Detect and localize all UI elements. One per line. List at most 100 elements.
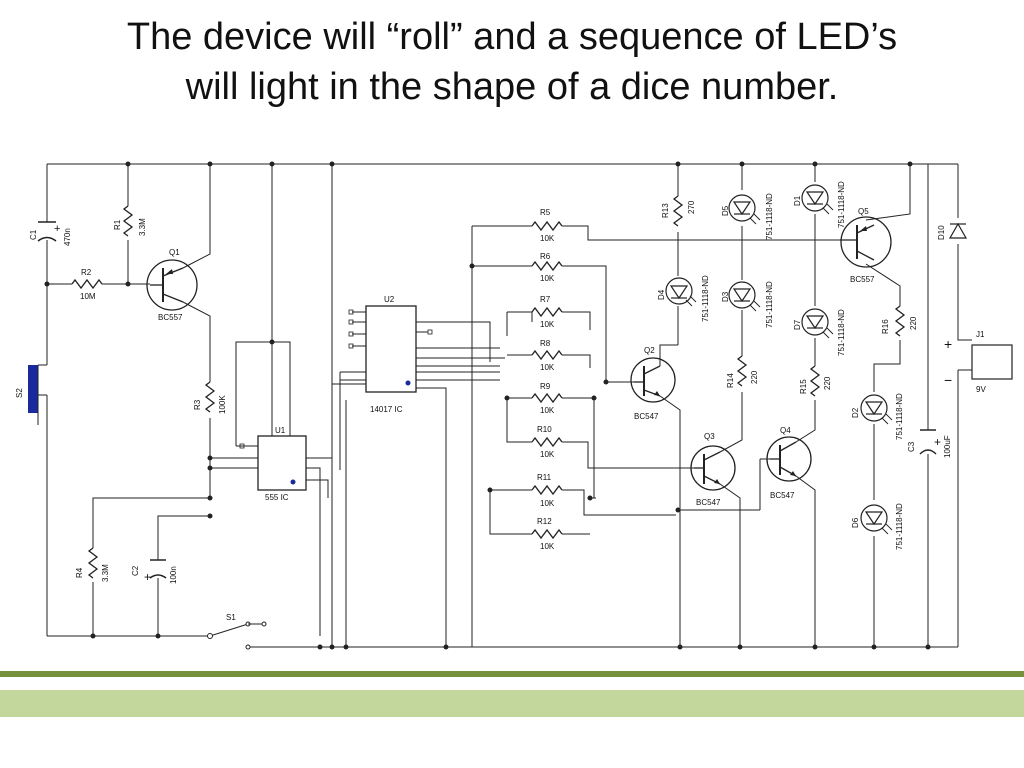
connector-j1: J1 9V + − <box>944 330 1013 394</box>
d5-ref: D5 <box>721 205 730 216</box>
diode-d10: D10 <box>937 222 968 240</box>
d3-value: 751-1118-ND <box>765 281 774 328</box>
r3-ref: R3 <box>193 399 202 410</box>
r2-ref: R2 <box>81 268 92 277</box>
led-d7: D7 751-1118-ND <box>793 308 846 356</box>
r3-value: 100K <box>218 395 227 414</box>
wires <box>46 163 972 648</box>
q1-value: BC557 <box>158 313 183 322</box>
resistor-r4: R4 3.3M <box>75 547 110 582</box>
q2-value: BC547 <box>634 412 659 421</box>
d3-ref: D3 <box>721 291 730 302</box>
ic-u1-555: U1 555 IC <box>239 426 307 502</box>
c1-ref: C1 <box>29 229 38 240</box>
title-line-1: The device will “roll” and a sequence of… <box>126 16 898 58</box>
r8-ref: R8 <box>540 339 551 348</box>
q5-value: BC557 <box>850 275 875 284</box>
r5-ref: R5 <box>540 208 551 217</box>
u1-value: 555 IC <box>265 493 289 502</box>
resistor-r6: R6 10K <box>531 252 563 283</box>
plus-sign: + <box>54 223 60 235</box>
r7-ref: R7 <box>540 295 551 304</box>
resistor-r10: R10 10K <box>531 425 563 459</box>
transistor-q3: Q3 BC547 <box>690 432 736 507</box>
footer-bar-dark <box>0 671 1024 677</box>
d2-ref: D2 <box>851 407 860 418</box>
r2-value: 10M <box>80 292 96 301</box>
resistor-r15: R15 220 <box>799 365 832 397</box>
transistor-q5: Q5 BC557 <box>840 207 892 284</box>
c2-ref: C2 <box>131 565 140 576</box>
r14-value: 220 <box>750 370 759 384</box>
led-d5: D5 751-1118-ND <box>721 193 774 240</box>
resistor-r9: R9 10K <box>531 382 563 415</box>
junction-dots <box>44 161 931 650</box>
r4-value: 3.3M <box>101 564 110 582</box>
r14-ref: R14 <box>726 373 735 388</box>
q3-ref: Q3 <box>704 432 715 441</box>
d2-value: 751-1118-ND <box>895 393 904 440</box>
q4-ref: Q4 <box>780 426 791 435</box>
title-line-2: will light in the shape of a dice number… <box>185 66 839 108</box>
r9-value: 10K <box>540 406 555 415</box>
d10-ref: D10 <box>937 225 946 240</box>
led-d3: D3 751-1118-ND <box>721 281 774 328</box>
r15-ref: R15 <box>799 379 808 394</box>
resistor-r3: R3 100K <box>193 381 227 414</box>
resistor-r12: R12 10K <box>531 517 563 551</box>
r11-value: 10K <box>540 499 555 508</box>
q1-ref: Q1 <box>169 248 180 257</box>
d4-value: 751-1118-ND <box>701 275 710 322</box>
c3-ref: C3 <box>907 441 916 452</box>
led-d2: D2 751-1118-ND <box>851 393 904 440</box>
r13-value: 270 <box>687 200 696 214</box>
switch-s1[interactable]: S1 <box>207 613 267 650</box>
r5-value: 10K <box>540 234 555 243</box>
c3-value: 100uF <box>943 435 952 458</box>
c2-value: 100n <box>169 566 178 584</box>
resistor-r7: R7 10K <box>531 295 563 329</box>
capacitor-c3: + C3 100uF <box>907 429 952 458</box>
r16-value: 220 <box>909 316 918 330</box>
j1-value: 9V <box>976 385 986 394</box>
d6-ref: D6 <box>851 517 860 528</box>
r10-value: 10K <box>540 450 555 459</box>
d7-value: 751-1118-ND <box>837 309 846 356</box>
r10-ref: R10 <box>537 425 552 434</box>
led-d6: D6 751-1118-ND <box>851 503 904 550</box>
c1-value: 470n <box>63 228 72 246</box>
switch-s2[interactable]: S2 <box>15 364 47 425</box>
capacitor-c2: + C2 100n <box>131 559 178 584</box>
u2-value: 14017 IC <box>370 405 403 414</box>
r6-ref: R6 <box>540 252 551 261</box>
resistor-r11: R11 10K <box>531 473 563 508</box>
q4-value: BC547 <box>770 491 795 500</box>
resistor-r13: R13 270 <box>661 195 696 227</box>
plus-sign: + <box>944 336 952 352</box>
resistor-r1: R1 3.3M <box>113 205 147 237</box>
r12-value: 10K <box>540 542 555 551</box>
transistor-q1: Q1 BC557 <box>146 248 198 322</box>
plus-sign: + <box>144 570 151 584</box>
capacitor-c1: + C1 470n <box>29 221 72 246</box>
r15-value: 220 <box>823 376 832 390</box>
q2-ref: Q2 <box>644 346 655 355</box>
s1-ref: S1 <box>226 613 236 622</box>
ic-u2-14017: U2 14017 IC <box>348 295 433 414</box>
d4-ref: D4 <box>657 289 666 300</box>
r13-ref: R13 <box>661 203 670 218</box>
r6-value: 10K <box>540 274 555 283</box>
r1-value: 3.3M <box>138 218 147 236</box>
r16-ref: R16 <box>881 319 890 334</box>
q3-value: BC547 <box>696 498 721 507</box>
resistor-r8: R8 10K <box>531 339 563 372</box>
d7-ref: D7 <box>793 319 802 330</box>
u1-ref: U1 <box>275 426 286 435</box>
r7-value: 10K <box>540 320 555 329</box>
resistor-r16: R16 220 <box>881 305 918 337</box>
transistor-q4: Q4 BC547 <box>678 426 812 511</box>
footer-bar-light <box>0 690 1024 717</box>
resistor-r14: R14 220 <box>726 355 759 388</box>
resistor-r2: R2 10M <box>71 268 103 301</box>
r4-ref: R4 <box>75 567 84 578</box>
